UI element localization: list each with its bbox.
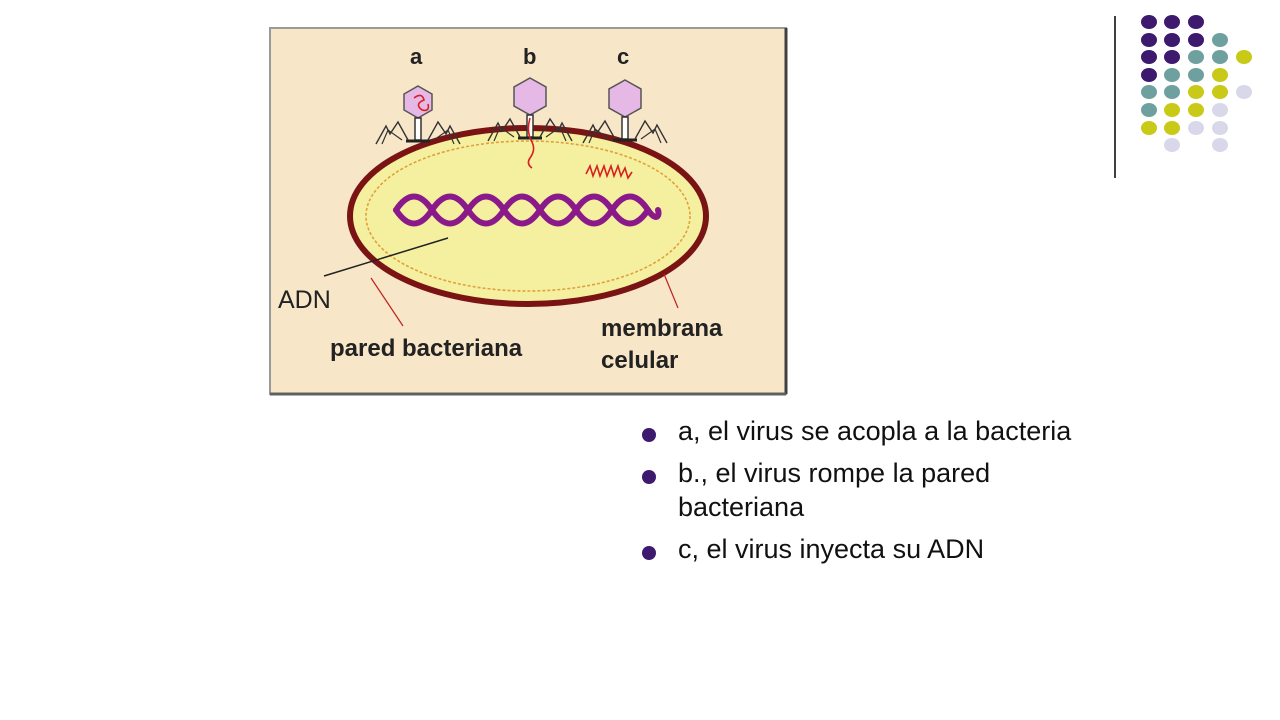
- label-b: b: [523, 44, 536, 69]
- bullet-item-b: b., el virus rompe la pared bacteriana: [642, 456, 1082, 524]
- label-membrana: membrana: [601, 315, 723, 342]
- dna-strand: [393, 193, 662, 227]
- adn-leader-line: [323, 237, 449, 277]
- label-adn: ADN: [278, 286, 331, 314]
- label-c: c: [617, 44, 629, 69]
- dot-row-7: [1141, 121, 1228, 135]
- decorative-divider: [1114, 16, 1116, 178]
- virus-a: [375, 85, 461, 145]
- virus-c: [582, 79, 668, 144]
- dot-row-4: [1141, 68, 1228, 82]
- pared-leader-line: [370, 277, 404, 327]
- decorative-dot-grid: [1141, 15, 1252, 152]
- dot-row-2: [1141, 33, 1228, 47]
- bacteriophage-diagram: a b c ADN pared bacteriana membrana celu…: [268, 26, 792, 398]
- bullet-dot-icon: [642, 470, 656, 484]
- bullet-dot-icon: [642, 428, 656, 442]
- membrana-leader-line: [663, 273, 679, 309]
- label-a: a: [410, 44, 423, 69]
- dot-row-8: [1164, 138, 1228, 152]
- bullet-list: a, el virus se acopla a la bacteria b., …: [642, 414, 1082, 574]
- dot-row-1: [1141, 15, 1204, 29]
- label-celular: celular: [601, 347, 678, 374]
- bullet-text: c, el virus inyecta su ADN: [678, 534, 985, 564]
- bullet-item-a: a, el virus se acopla a la bacteria: [642, 414, 1082, 448]
- dot-row-3: [1141, 50, 1252, 64]
- bullet-item-c: c, el virus inyecta su ADN: [642, 532, 1082, 566]
- injected-viral-dna: [585, 163, 633, 180]
- cell-membrane: [365, 140, 691, 292]
- dot-row-5: [1141, 85, 1252, 99]
- bullet-text: b., el virus rompe la pared bacteriana: [678, 458, 991, 522]
- bullet-text: a, el virus se acopla a la bacteria: [678, 416, 1072, 446]
- virus-b: [487, 77, 573, 169]
- bullet-dot-icon: [642, 546, 656, 560]
- dot-row-6: [1141, 103, 1228, 117]
- label-pared-bacteriana: pared bacteriana: [330, 335, 523, 362]
